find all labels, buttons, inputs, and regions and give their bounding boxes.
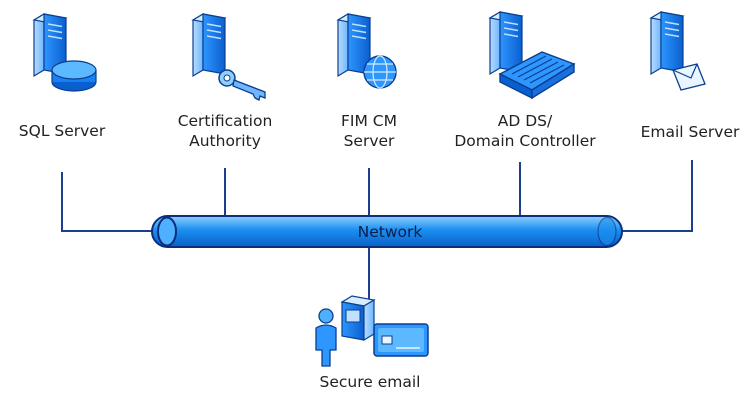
email-server-label: Email Server bbox=[626, 122, 754, 142]
network-bus bbox=[151, 215, 623, 248]
sql-server-name: SQL Server bbox=[18, 122, 106, 140]
ad-ds-line1: AD DS/ bbox=[497, 112, 553, 130]
server-key-icon bbox=[192, 13, 266, 101]
user-smartcard-icon bbox=[315, 295, 429, 367]
certification-authority-line1: Certification bbox=[177, 112, 273, 130]
fim-cm-server-label: FIM CM Server bbox=[309, 111, 429, 151]
email-server-name: Email Server bbox=[640, 123, 740, 141]
connector-lines bbox=[61, 160, 693, 302]
network-label: Network bbox=[358, 223, 423, 241]
fim-cm-server-line2: Server bbox=[343, 132, 395, 150]
server-database-icon bbox=[33, 13, 97, 92]
ad-ds-label: AD DS/ Domain Controller bbox=[435, 111, 615, 151]
server-mail-icon bbox=[650, 11, 706, 91]
certification-authority-line2: Authority bbox=[189, 132, 261, 150]
secure-email-label: Secure email bbox=[290, 372, 450, 392]
server-globe-icon bbox=[337, 13, 397, 89]
secure-email-name: Secure email bbox=[319, 373, 421, 391]
sql-server-label: SQL Server bbox=[2, 121, 122, 141]
certification-authority-label: Certification Authority bbox=[158, 111, 292, 151]
ad-ds-line2: Domain Controller bbox=[454, 132, 596, 150]
server-directory-icon bbox=[489, 11, 576, 100]
fim-cm-server-line1: FIM CM bbox=[341, 112, 397, 130]
